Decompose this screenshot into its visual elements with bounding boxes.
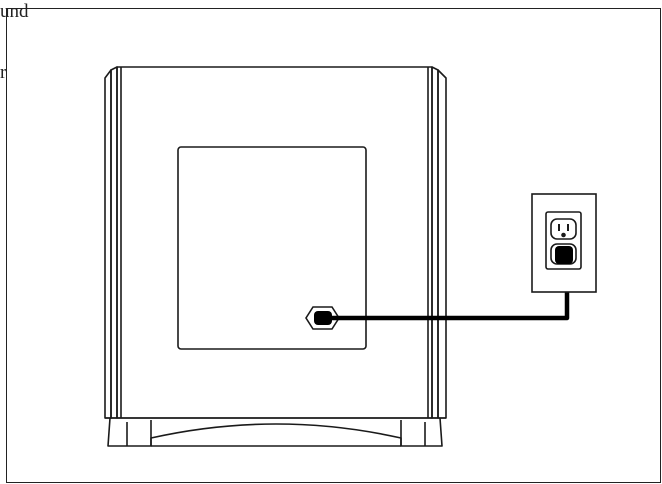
figure-frame (6, 8, 661, 483)
clipped-caption-text-2: r (0, 63, 7, 82)
power-input-socket (305, 306, 340, 330)
rear-panel (177, 146, 367, 350)
wall-outlet (531, 193, 597, 293)
cabinet-base (107, 417, 443, 447)
clipped-caption-text: und (0, 1, 29, 22)
power-plug (555, 246, 573, 264)
